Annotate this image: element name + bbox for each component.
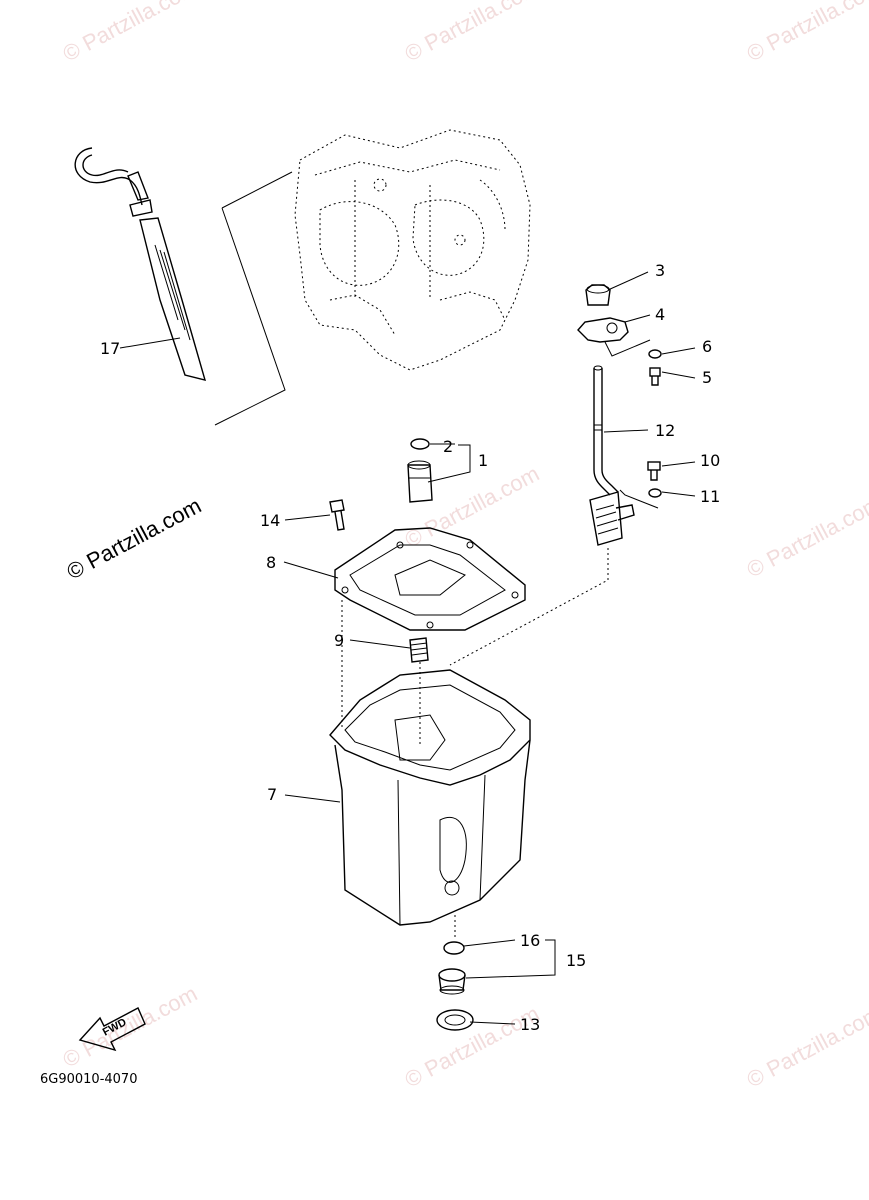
callout-17: 17 <box>100 339 120 358</box>
watermark-mid-center: © Partzilla.com <box>401 461 544 553</box>
bolt-part-5 <box>649 367 661 386</box>
watermark-top-right: © Partzilla.com <box>743 0 869 66</box>
callout-5: 5 <box>702 368 712 387</box>
callout-12: 12 <box>655 421 675 440</box>
callout-3: 3 <box>655 261 665 280</box>
engine-block-drawing <box>294 129 531 371</box>
clamp-part <box>577 317 651 357</box>
watermark-main: © Partzilla.com <box>63 493 206 585</box>
washer-part-11 <box>648 488 662 498</box>
watermark-bottom-left: © Partzilla.com <box>59 981 202 1073</box>
leader-lines <box>119 271 696 1025</box>
callout-6: 6 <box>702 337 712 356</box>
watermark-mid-right: © Partzilla.com <box>743 491 869 583</box>
callout-11: 11 <box>700 487 720 506</box>
strainer-part <box>409 637 429 663</box>
callout-1: 1 <box>478 451 488 470</box>
bolt-part-10 <box>647 461 661 481</box>
callout-16: 16 <box>520 931 540 950</box>
callout-8: 8 <box>266 553 276 572</box>
watermark-layer: © Partzilla.com © Partzilla.com © Partzi… <box>59 0 869 1092</box>
callout-2: 2 <box>443 437 453 456</box>
watermark-top-left: © Partzilla.com <box>59 0 202 66</box>
washer-part-6 <box>648 349 662 359</box>
callout-10: 10 <box>700 451 720 470</box>
callout-9: 9 <box>334 631 344 650</box>
callout-7: 7 <box>267 785 277 804</box>
oil-pan-part <box>329 548 609 940</box>
engine-bracket-line <box>214 171 293 426</box>
gasket-part-13 <box>436 1009 474 1031</box>
watermark-top-center: © Partzilla.com <box>401 0 544 66</box>
cap-part <box>585 284 611 306</box>
callout-13: 13 <box>520 1015 540 1034</box>
dipstick-part <box>74 147 207 381</box>
pipe-fitting-part-1 <box>407 460 433 503</box>
oil-pipe-part <box>589 365 659 546</box>
o-ring-part-2 <box>410 438 430 450</box>
o-ring-part-16 <box>443 941 465 955</box>
drain-plug-part-15 <box>438 968 466 995</box>
bolt-part-14 <box>329 499 345 531</box>
callout-14: 14 <box>260 511 280 530</box>
gasket-part <box>334 527 526 631</box>
watermark-bottom-right: © Partzilla.com <box>743 1001 869 1093</box>
callout-4: 4 <box>655 305 665 324</box>
callout-labels: 2 1 3 4 6 5 12 10 11 14 8 9 7 16 15 13 1… <box>100 261 720 1034</box>
callout-15: 15 <box>566 951 586 970</box>
diagram-code: 6G90010-4070 <box>40 1072 137 1087</box>
